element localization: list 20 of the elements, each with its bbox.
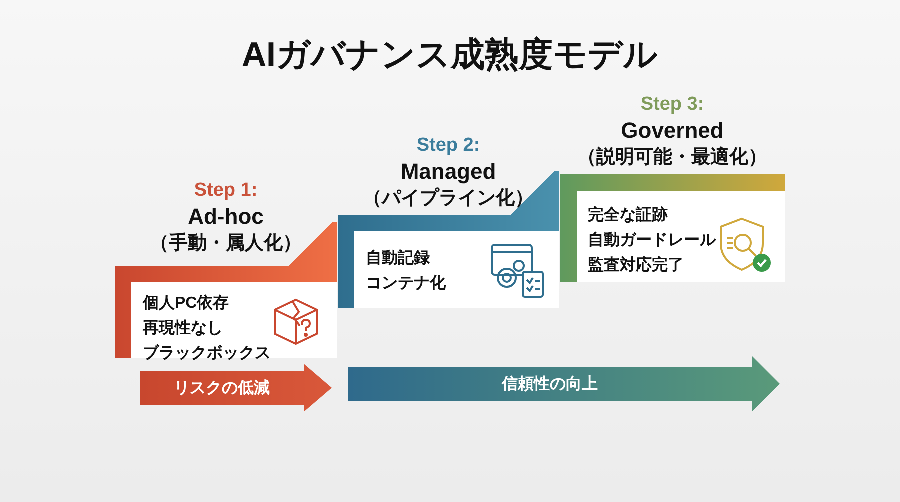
arrow-label: リスクの低減 — [173, 378, 271, 399]
list-item: 自動ガードレール — [588, 230, 716, 251]
list-item: ブラックボックス — [143, 343, 271, 364]
list-item: 自動記録 — [366, 248, 430, 269]
step-subtitle: （手動・属人化） — [149, 232, 303, 256]
step-subtitle: （説明可能・最適化） — [576, 146, 768, 170]
step-name: Governed — [620, 118, 725, 144]
list-item: コンテナ化 — [366, 274, 446, 294]
step-subtitle: （パイプライン化） — [362, 186, 535, 211]
step-name: Managed — [400, 159, 498, 185]
step-number: Step 2: — [416, 135, 482, 157]
arrow-label: 信頼性の向上 — [500, 374, 599, 395]
list-item: 監査対応完了 — [588, 255, 684, 276]
step-name: Ad-hoc — [187, 204, 265, 230]
list-item: 完全な証跡 — [588, 205, 668, 226]
list-item: 個人PC依存 — [143, 294, 230, 314]
title: AIガバナンス成熟度モデル — [241, 35, 659, 76]
list-item: 再現性なし — [143, 318, 223, 339]
step-number: Step 3: — [640, 94, 706, 116]
step-number: Step 1: — [193, 180, 259, 202]
